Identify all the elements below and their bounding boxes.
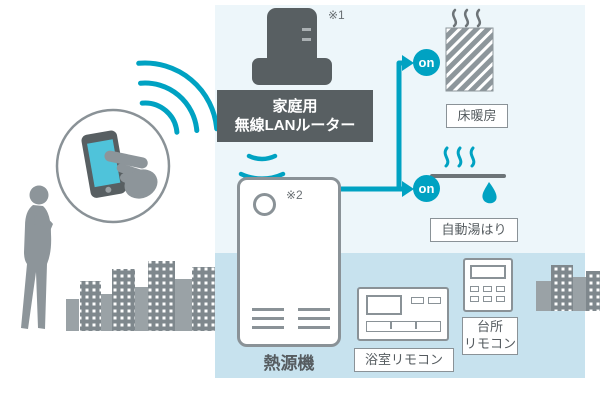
heat-source-unit: ※2 [237,177,341,347]
unit-vent [252,308,284,311]
bathroom-remote-button [411,297,424,304]
wifi-waves-phone-icon [136,60,220,135]
router-icon [267,8,317,62]
note-1: ※1 [328,8,345,22]
bathroom-remote [357,287,449,341]
unit-vent [298,317,330,320]
note-2: ※2 [286,188,303,202]
unit-vent [252,326,284,329]
slot-divider [415,322,417,329]
hand-pointer-icon [104,150,158,199]
kitchen-remote-button [483,296,492,302]
auto-bath-label: 自動湯はり [430,218,518,242]
kitchen-remote-button [496,286,505,292]
bathroom-remote-label: 浴室リモコン [354,348,454,372]
kitchen-remote [463,258,513,312]
kitchen-remote-button [496,296,505,302]
kitchen-remote-button [470,296,479,302]
on-badge-floor-heating: on [413,49,440,76]
router-label-line2: 無線LANルーター [234,117,356,134]
person-silhouette-icon [21,185,53,329]
smartphone-circle [55,108,171,224]
unit-window [253,193,276,216]
kitchen-remote-button [483,286,492,292]
router-indicator-light [302,38,311,41]
kitchen-remote-label-line2: リモコン [463,336,516,351]
bathroom-remote-slot [366,321,441,332]
router-base [252,58,332,85]
heat-source-label: 熱源機 [263,354,315,373]
kitchen-remote-display [470,265,506,279]
kitchen-remote-label-line1: 台所 [476,319,503,335]
router-label-line1: 家庭用 [272,97,318,115]
on-badge-auto-bath: on [413,175,440,202]
bathroom-remote-button [428,297,441,304]
unit-vent [252,317,284,320]
kitchen-remote-button [470,286,479,292]
unit-vent [298,308,330,311]
smartphone-icon [81,130,127,198]
slot-divider [390,322,392,329]
floor-heating-label: 床暖房 [446,104,508,128]
bathroom-remote-display [366,295,402,315]
unit-vent [298,326,330,329]
router-label: 家庭用 無線LANルーター [217,90,373,142]
city-skyline-left-icon [66,261,215,331]
router-indicator-light [302,28,311,31]
kitchen-remote-label: 台所 リモコン [462,317,518,355]
